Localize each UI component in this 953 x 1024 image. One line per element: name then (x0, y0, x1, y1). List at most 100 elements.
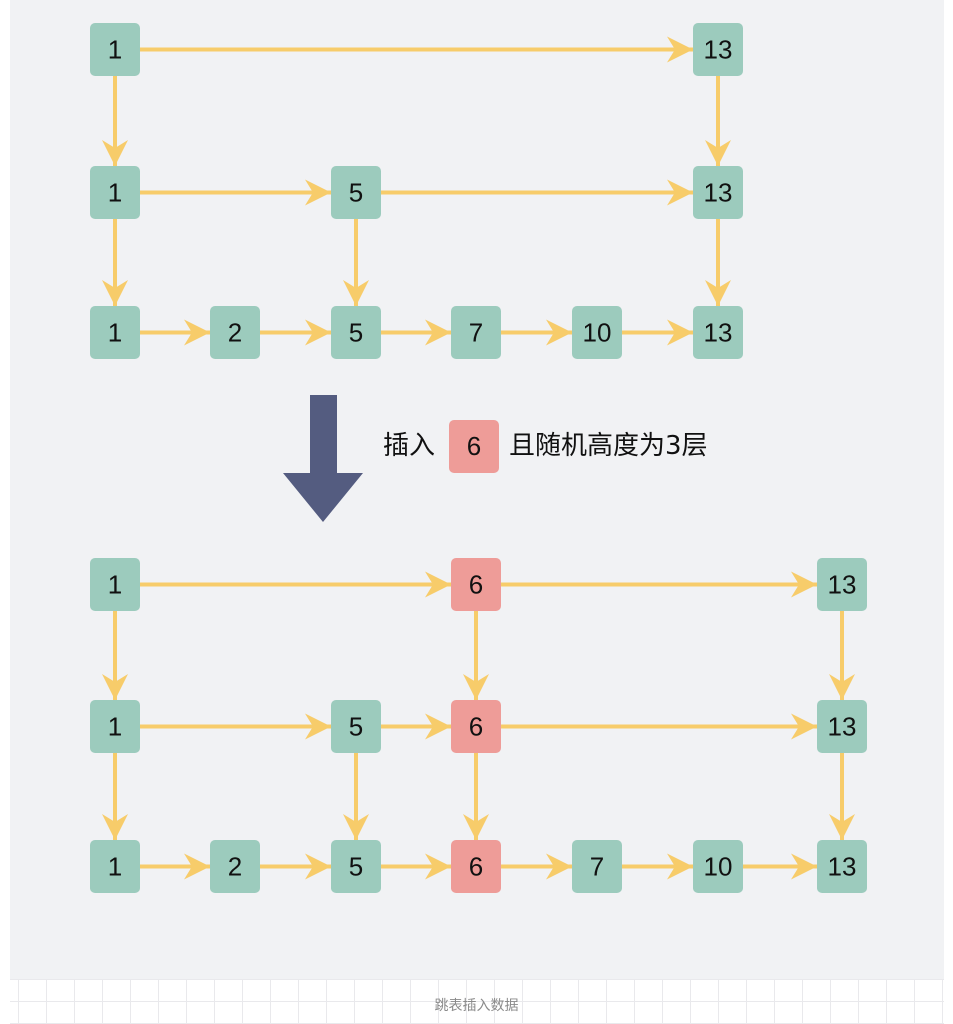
after-level3-arrow-10-to-13-head (791, 853, 817, 880)
after-level2-node-1: 1 (90, 700, 140, 753)
arrows-layer (102, 36, 855, 880)
before-level2-node-1: 1 (90, 166, 140, 219)
before-level2-node-5-box (331, 166, 381, 219)
after-level2-arrow-5-to-6-head (425, 713, 451, 740)
after-level3-node-10-box (693, 840, 743, 893)
after-level3-node-13-label: 13 (828, 852, 857, 882)
before-level1-node-1: 1 (90, 23, 140, 76)
after-level3-arrow-5-to-6-head (425, 853, 451, 880)
after-level3-node-7-label: 7 (590, 852, 604, 882)
before-level3-arrow-10-to-13-head (667, 319, 693, 346)
after-level3-arrow-2-to-5-head (305, 853, 331, 880)
after-level3-node-10: 10 (693, 840, 743, 893)
after-level2-node-13-box (817, 700, 867, 753)
after-level3-node-6: 6 (451, 840, 501, 893)
after-level2-arrow-6-to-13-head (791, 713, 817, 740)
after-level1-node-1: 1 (90, 558, 140, 611)
after-level2-node-5: 5 (331, 700, 381, 753)
after-down-arrow-6-level1-head (463, 674, 489, 700)
before-level3-arrow-5-to-7-head (425, 319, 451, 346)
after-down-arrow-5-level2-head (343, 814, 369, 840)
after-level1-node-13-box (817, 558, 867, 611)
before-level1-node-13-label: 13 (704, 35, 733, 65)
after-level2-node-1-label: 1 (108, 712, 122, 742)
after-down-arrow-13-level1-head (829, 674, 855, 700)
before-level3-node-10-label: 10 (583, 318, 612, 348)
grid-strip (10, 979, 944, 1024)
before-level3-node-2: 2 (210, 306, 260, 359)
before-down-arrow-1-level1-head (102, 140, 128, 166)
insert-label-suffix: 且随机高度为3层 (509, 431, 708, 461)
before-level3-node-1-label: 1 (108, 318, 122, 348)
before-level3-node-13-label: 13 (704, 318, 733, 348)
insert-value-badge (449, 420, 499, 473)
after-level3-node-2-label: 2 (228, 852, 242, 882)
after-level1-arrow-1-to-6-head (425, 571, 451, 598)
before-level3-node-13: 13 (693, 306, 743, 359)
after-level3-node-1: 1 (90, 840, 140, 893)
before-level3-node-2-box (210, 306, 260, 359)
before-level2-arrow-5-to-13-head (667, 179, 693, 206)
before-level3-node-1-box (90, 306, 140, 359)
before-down-arrow-13-level1-head (705, 140, 731, 166)
before-down-arrow-5-level2-head (343, 280, 369, 306)
after-level3-node-7: 7 (572, 840, 622, 893)
after-level1-node-6-label: 6 (469, 570, 483, 600)
after-level3-arrow-6-to-7-head (546, 853, 572, 880)
after-down-arrow-13-level2-head (829, 814, 855, 840)
insert-label-prefix: 插入 (383, 431, 435, 461)
before-level3-node-5: 5 (331, 306, 381, 359)
after-level2-node-6-box (451, 700, 501, 753)
after-level2-node-6-label: 6 (469, 712, 483, 742)
before-level2-node-1-label: 1 (108, 178, 122, 208)
after-level2-node-1-box (90, 700, 140, 753)
before-level2-node-1-box (90, 166, 140, 219)
insert-value: 6 (467, 431, 481, 461)
after-level2-node-5-label: 5 (349, 712, 363, 742)
before-level3-node-10-box (572, 306, 622, 359)
after-level3-node-13: 13 (817, 840, 867, 893)
before-level3-node-10: 10 (572, 306, 622, 359)
before-level2-node-13-box (693, 166, 743, 219)
before-down-arrow-1-level2-head (102, 280, 128, 306)
after-level3-arrow-1-to-2-head (184, 853, 210, 880)
before-down-arrow-13-level2-head (705, 280, 731, 306)
before-level3-node-13-box (693, 306, 743, 359)
after-level3-arrow-7-to-10-head (667, 853, 693, 880)
before-level1-node-13-box (693, 23, 743, 76)
before-level2-node-13: 13 (693, 166, 743, 219)
after-level1-node-1-label: 1 (108, 570, 122, 600)
before-level3-node-7: 7 (451, 306, 501, 359)
figure-caption: 跳表插入数据 (434, 998, 519, 1014)
before-level2-arrow-1-to-5-head (305, 179, 331, 206)
before-level2-node-5-label: 5 (349, 178, 363, 208)
before-level1-node-1-box (90, 23, 140, 76)
before-level3-arrow-2-to-5-head (305, 319, 331, 346)
before-level3-node-2-label: 2 (228, 318, 242, 348)
before-level3-node-5-box (331, 306, 381, 359)
after-level1-node-6-box (451, 558, 501, 611)
after-down-arrow-6-level2-head (463, 814, 489, 840)
before-level3-node-5-label: 5 (349, 318, 363, 348)
after-level1-node-13: 13 (817, 558, 867, 611)
after-level1-arrow-6-to-13-head (791, 571, 817, 598)
before-level1-arrow-1-to-13-head (667, 36, 693, 63)
after-level2-node-5-box (331, 700, 381, 753)
down-arrow-icon (283, 395, 363, 522)
after-level2-node-6: 6 (451, 700, 501, 753)
before-level2-node-13-label: 13 (704, 178, 733, 208)
before-level3-arrow-1-to-2-head (184, 319, 210, 346)
after-level3-node-5-box (331, 840, 381, 893)
after-level1-node-1-box (90, 558, 140, 611)
after-down-arrow-1-level2-head (102, 814, 128, 840)
after-level3-node-10-label: 10 (704, 852, 733, 882)
before-level1-node-13: 13 (693, 23, 743, 76)
after-level3-node-13-box (817, 840, 867, 893)
insert-annotation: 插入 6 且随机高度为3层 (283, 395, 708, 522)
after-level3-node-5: 5 (331, 840, 381, 893)
after-level2-node-13: 13 (817, 700, 867, 753)
before-level3-node-7-box (451, 306, 501, 359)
before-level2-node-5: 5 (331, 166, 381, 219)
